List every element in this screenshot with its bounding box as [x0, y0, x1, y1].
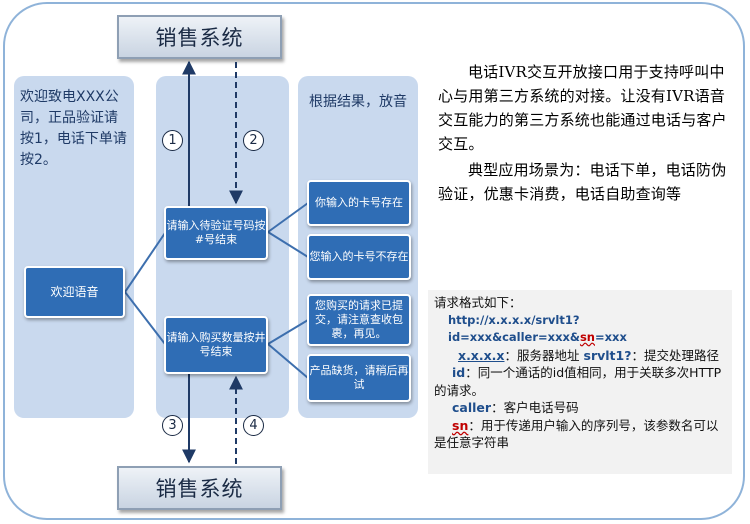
format-url-prefix: http://x.x.x.x/srvlt1? id=xxx&caller=xxx… — [448, 312, 580, 345]
result-order-submitted: 您购买的请求已提交，请注意查收包裹，再见。 — [307, 294, 411, 346]
branch-buy-to-result-4 — [267, 343, 309, 379]
format-sn-desc: ：用于传递用户输入的序列号，该参数名可以是任意字符串 — [434, 417, 719, 451]
format-id-line: id：同一个通话的id值相同，用于关联多次HTTP的请求。 — [434, 364, 726, 399]
verify-input-box: 请输入待验证号码按#号结束 — [164, 206, 268, 260]
result-out-of-stock: 产品缺货，请稍后再试 — [307, 354, 411, 402]
format-url-suffix: =xxx — [595, 330, 627, 344]
format-caller-key: caller — [452, 400, 492, 415]
format-address-line: x.x.x.x：服务器地址 srvlt1?：提交处理路径 — [434, 347, 726, 365]
request-format-box: 请求格式如下： http://x.x.x.x/srvlt1? id=xxx&ca… — [428, 290, 732, 474]
step-1-badge: 1 — [162, 130, 183, 151]
format-addr-key2: srvlt1? — [583, 347, 632, 363]
left-column — [14, 76, 134, 418]
description-paragraph-2: 典型应用场景为：电话下单，电话防伪验证，优惠卡消费，电话自助查询等 — [438, 161, 727, 203]
branch-verify-to-result-2 — [267, 231, 309, 258]
step-2-badge: 2 — [243, 130, 264, 151]
bottom-sales-system-box: 销售系统 — [117, 466, 282, 510]
description-paragraph-1: 电话IVR交互开放接口用于支持呼叫中心与用第三方系统的对接。让没有IVR语音交互… — [438, 63, 727, 153]
branch-welcome-to-verify — [124, 232, 166, 293]
top-sales-system-box: 销售系统 — [117, 15, 282, 59]
format-caller-desc: ：客户电话号码 — [491, 400, 579, 415]
format-url: http://x.x.x.x/srvlt1? id=xxx&caller=xxx… — [434, 312, 726, 347]
result-card-exists: 你输入的卡号存在 — [307, 180, 411, 226]
format-caller-line: caller：客户电话号码 — [434, 399, 726, 417]
left-column-text: 欢迎致电XXX公司，正品验证请按1，电话下单请按2。 — [20, 89, 127, 168]
result-card-not-exists: 您输入的卡号不存在 — [307, 234, 411, 280]
step-4-badge: 4 — [243, 415, 264, 436]
format-title: 请求格式如下： — [434, 295, 522, 310]
step-3-badge: 3 — [162, 415, 183, 436]
format-addr-key: x.x.x.x — [458, 347, 505, 363]
format-id-desc: ：同一个通话的id值相同，用于关联多次HTTP的请求。 — [434, 365, 722, 398]
right-column-text: 根据结果，放音 — [309, 94, 407, 110]
format-sn-key: sn — [452, 417, 469, 433]
format-sn-line: sn：用于传递用户输入的序列号，该参数名可以是任意字符串 — [434, 417, 726, 452]
format-url-sn: sn — [579, 330, 595, 344]
format-id-key: id — [452, 365, 466, 380]
purchase-input-box: 请输入购买数量按井号结束 — [164, 316, 268, 374]
description: 电话IVR交互开放接口用于支持呼叫中心与用第三方系统的对接。让没有IVR语音交互… — [438, 60, 738, 206]
branch-verify-to-result-1 — [267, 202, 309, 233]
welcome-voice-box: 欢迎语音 — [24, 266, 125, 318]
format-addr-desc: ：提交处理路径 — [631, 347, 719, 363]
branch-buy-to-result-3 — [267, 319, 309, 345]
format-addr-mid: ：服务器地址 — [504, 347, 580, 363]
branch-welcome-to-buy — [124, 291, 166, 345]
